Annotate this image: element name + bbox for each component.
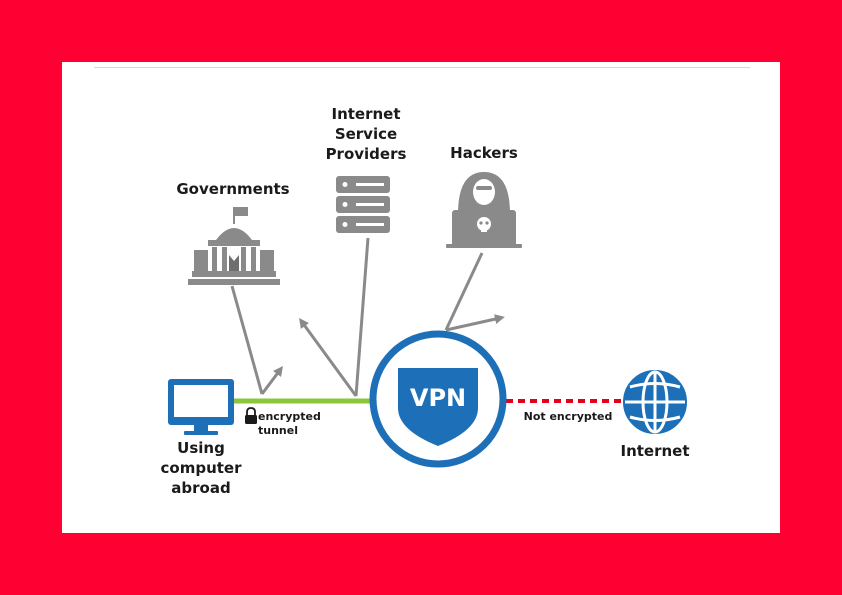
isp-snoop-line <box>354 237 370 397</box>
hackers-deflect-arrow <box>445 314 505 332</box>
label-computer-line-2: computer <box>160 459 242 477</box>
label-hackers: Hackers <box>450 144 518 162</box>
isp-deflect-arrow <box>299 317 358 397</box>
label-vpn: VPN <box>409 384 467 412</box>
label-governments: Governments <box>176 180 290 198</box>
governments-deflect-arrow <box>260 366 283 395</box>
governments-snoop-line <box>230 285 264 395</box>
label-not-encrypted: Not encrypted <box>523 410 613 423</box>
label-computer-line-1: Using <box>177 439 225 457</box>
hackers-snoop-line <box>444 252 484 331</box>
label-isp-line-1: Internet <box>331 105 401 123</box>
server-icon <box>336 176 390 233</box>
label-computer-line-3: abroad <box>171 479 231 497</box>
label-computer: Using computer abroad <box>146 438 256 498</box>
vpn-shield-icon <box>369 330 507 468</box>
hacker-icon <box>446 172 522 248</box>
label-encrypted-tunnel: encrypted tunnel <box>258 410 321 437</box>
lock-icon <box>245 407 257 424</box>
monitor-icon <box>168 379 234 435</box>
government-building-icon <box>188 207 280 285</box>
globe-icon <box>623 370 687 434</box>
label-internet: Internet <box>620 442 690 460</box>
label-isp-line-3: Providers <box>325 145 407 163</box>
label-isp: Internet Service Providers <box>310 104 422 164</box>
label-isp-line-2: Service <box>334 125 398 143</box>
top-divider <box>94 67 750 68</box>
